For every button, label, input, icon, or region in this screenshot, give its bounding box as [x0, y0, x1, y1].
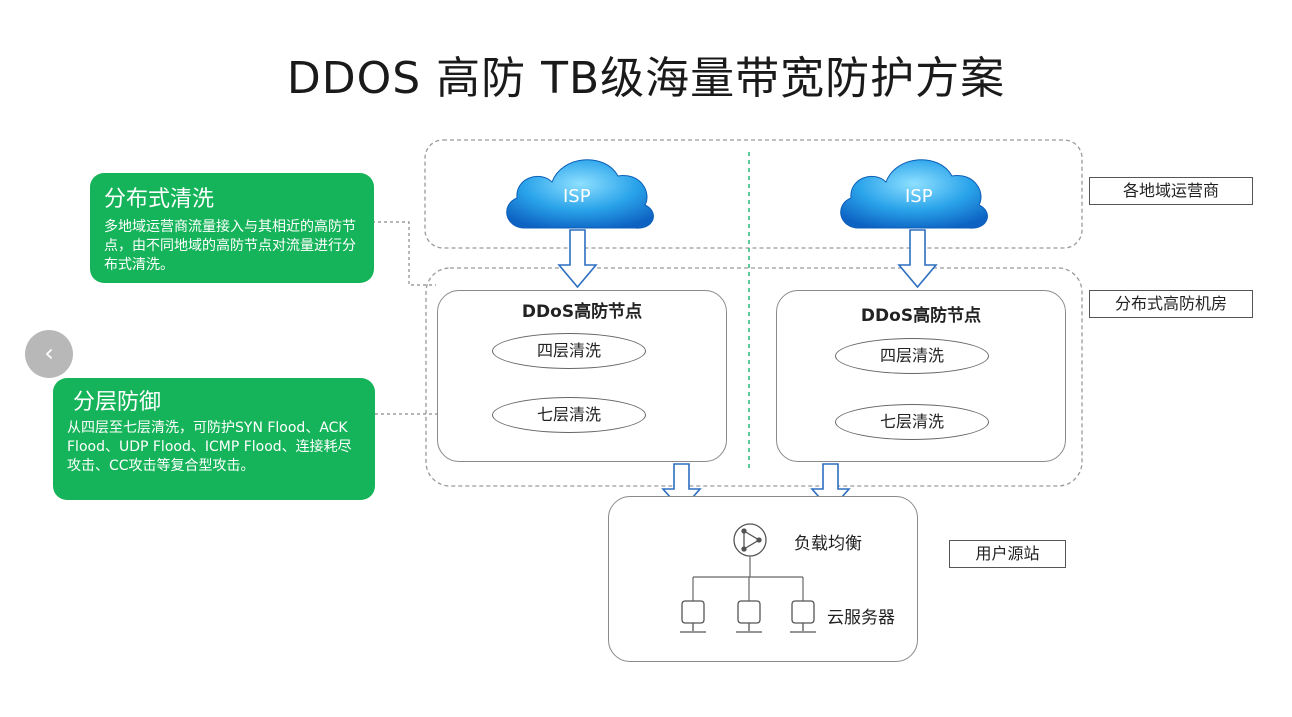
distributed-callout-text: 多地域运营商流量接入与其相近的高防节点，由不同地域的高防节点对流量进行分布式清洗…	[104, 219, 356, 273]
ddos-node-left-title: DDoS高防节点	[521, 302, 643, 322]
cloud-icon-left	[506, 159, 654, 229]
datacenter-label: 分布式高防机房	[1089, 290, 1253, 318]
layer4-cleaning-left: 四层清洗	[492, 333, 646, 369]
cloud-label-left: ISP	[563, 186, 591, 207]
chevron-left-icon: ‹	[44, 339, 54, 367]
datacenter-region	[425, 267, 1083, 487]
layer7-cleaning-right: 七层清洗	[835, 404, 989, 440]
previous-slide-button[interactable]: ‹	[25, 330, 73, 378]
layered-callout-title: 分层防御	[73, 390, 162, 415]
arrow-cloud-to-node-left	[557, 229, 598, 289]
distributed-callout: 分布式清洗 多地域运营商流量接入与其相近的高防节点，由不同地域的高防节点对流量进…	[90, 173, 374, 283]
carrier-region	[424, 139, 1083, 249]
layered-callout: 分层防御 从四层至七层清洗，可防护SYN Flood、ACK Flood、UDP…	[53, 378, 375, 500]
ddos-node-left: DDoS高防节点	[437, 290, 727, 462]
ddos-node-right-title: DDoS高防节点	[860, 306, 982, 326]
arrow-cloud-to-node-right	[897, 229, 938, 289]
load-balancer-label: 负载均衡	[794, 534, 862, 554]
distributed-callout-title: 分布式清洗	[104, 187, 215, 212]
page-title: DDOS 高防 TB级海量带宽防护方案	[286, 53, 1006, 104]
ddos-node-right: DDoS高防节点	[776, 290, 1066, 462]
cloud-icon-right	[840, 159, 988, 229]
carriers-label: 各地域运营商	[1089, 177, 1253, 205]
origin-site-box	[608, 496, 918, 662]
layer4-cleaning-right: 四层清洗	[835, 338, 989, 374]
cloud-servers-label: 云服务器	[827, 608, 895, 628]
cloud-label-right: ISP	[905, 186, 933, 207]
distributed-connector	[372, 221, 436, 286]
layered-callout-text: 从四层至七层清洗，可防护SYN Flood、ACK Flood、UDP Floo…	[67, 420, 352, 474]
layer7-cleaning-left: 七层清洗	[492, 397, 646, 433]
origin-label: 用户源站	[949, 540, 1066, 568]
